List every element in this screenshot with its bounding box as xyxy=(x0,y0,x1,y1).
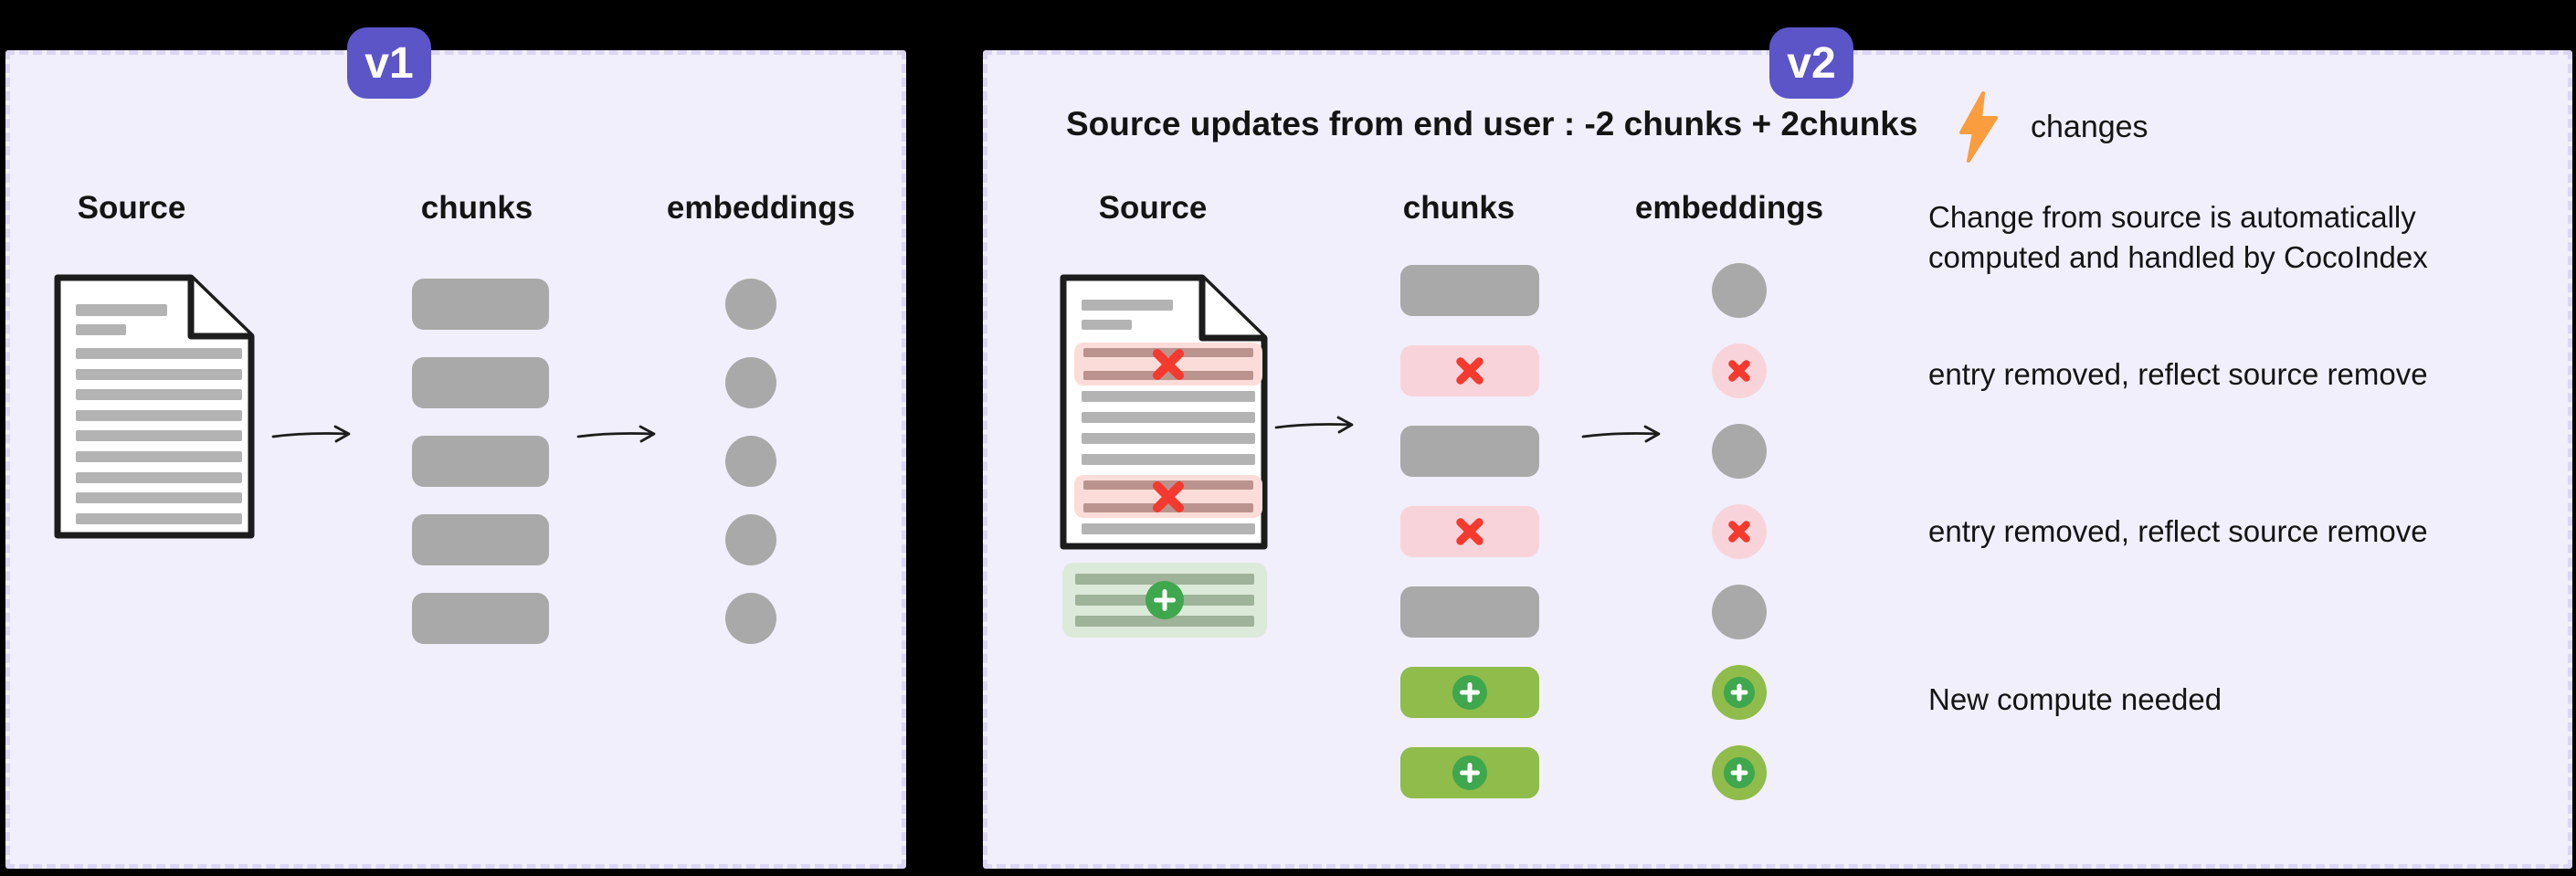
doc-text-line xyxy=(1082,454,1255,465)
add-plus-icon xyxy=(1452,755,1487,790)
column-header-chunks: chunks xyxy=(1402,190,1515,226)
chunks-column xyxy=(412,279,549,690)
remove-x-icon xyxy=(1149,345,1188,384)
doc-removed-band xyxy=(1074,475,1262,518)
column-header-embeddings: embeddings xyxy=(1634,190,1824,226)
legend-label: changes xyxy=(2031,110,2148,144)
doc-text-line xyxy=(76,430,242,442)
annotation-new-compute: New compute needed xyxy=(1928,682,2222,716)
embeddings-column xyxy=(1712,263,1767,839)
embedding-added xyxy=(1712,745,1767,800)
chunks-column xyxy=(1400,265,1539,840)
doc-text-line xyxy=(76,348,242,359)
embedding-removed xyxy=(1712,504,1767,559)
chunk-added xyxy=(1400,747,1539,798)
column-header-source: Source xyxy=(77,190,186,226)
column-header-source: Source xyxy=(1098,190,1208,226)
doc-text-line xyxy=(76,450,242,462)
added-source-block xyxy=(1062,563,1267,638)
chunk-removed xyxy=(1400,506,1539,557)
arrow-chunks-to-embeddings xyxy=(576,425,656,443)
embedding-removed xyxy=(1712,343,1767,398)
chunk-unchanged xyxy=(1400,586,1539,638)
panel-v1: v1 Source chunks embeddings xyxy=(5,27,906,869)
add-plus-icon xyxy=(1452,675,1487,710)
column-header-embeddings: embeddings xyxy=(666,190,856,226)
chunk-added xyxy=(1400,667,1539,718)
added-block-line xyxy=(1075,616,1254,627)
annotation-entry-removed-1: entry removed, reflect source remove xyxy=(1928,357,2428,391)
doc-text-line xyxy=(76,324,126,335)
remove-x-icon xyxy=(1453,515,1486,548)
embedding-unchanged xyxy=(1712,424,1767,479)
add-plus-icon xyxy=(1724,757,1755,788)
panel-v2: v2 Source updates from end user : -2 chu… xyxy=(983,27,2572,869)
arrow-source-to-chunks xyxy=(271,425,351,443)
embeddings-column xyxy=(725,279,776,690)
document-lines xyxy=(1074,300,1262,544)
doc-text-line xyxy=(76,368,242,380)
add-plus-icon xyxy=(1724,677,1755,708)
chunk-unchanged xyxy=(1400,426,1539,477)
embedding-unchanged xyxy=(1712,585,1767,639)
embedding-unchanged xyxy=(725,357,776,408)
chunk-unchanged xyxy=(412,436,549,487)
chunk-unchanged xyxy=(1400,265,1539,316)
embedding-unchanged xyxy=(1712,263,1767,318)
annotation-auto-compute: Change from source is automatically comp… xyxy=(1928,200,2428,274)
add-plus-icon xyxy=(1145,581,1184,619)
remove-x-icon xyxy=(1726,358,1752,384)
chunk-unchanged xyxy=(412,357,549,408)
lightning-icon xyxy=(1959,91,1998,163)
source-document xyxy=(54,274,255,539)
doc-text-line xyxy=(1082,300,1173,311)
embedding-unchanged xyxy=(725,593,776,644)
doc-text-line xyxy=(76,492,242,504)
embedding-unchanged xyxy=(725,514,776,565)
chunk-removed xyxy=(1400,345,1539,396)
embedding-unchanged xyxy=(725,436,776,487)
column-header-chunks: chunks xyxy=(420,190,533,226)
doc-text-line xyxy=(76,304,167,316)
document-icon xyxy=(54,274,255,539)
doc-text-line xyxy=(1082,391,1255,402)
source-document xyxy=(1060,274,1268,550)
remove-x-icon xyxy=(1453,354,1486,387)
doc-text-line xyxy=(76,512,242,524)
doc-text-line xyxy=(76,409,242,421)
chunk-unchanged xyxy=(412,593,549,644)
panel-title: Source updates from end user : -2 chunks… xyxy=(1066,105,1918,142)
doc-text-line xyxy=(76,389,242,401)
arrow-chunks-to-embeddings xyxy=(1581,425,1661,443)
embedding-unchanged xyxy=(725,279,776,330)
remove-x-icon xyxy=(1149,478,1188,516)
doc-text-line xyxy=(1082,433,1255,444)
chunk-unchanged xyxy=(412,514,549,565)
chunk-unchanged xyxy=(412,279,549,330)
doc-text-line xyxy=(76,471,242,483)
doc-removed-band xyxy=(1074,343,1262,385)
document-lines xyxy=(76,304,242,533)
version-badge-v1: v1 xyxy=(347,27,431,99)
embedding-added xyxy=(1712,665,1767,720)
doc-text-line xyxy=(1082,412,1255,423)
version-badge-v2: v2 xyxy=(1769,27,1853,99)
added-block-line xyxy=(1075,574,1254,585)
remove-x-icon xyxy=(1726,519,1752,544)
doc-text-line xyxy=(1082,523,1255,534)
annotation-entry-removed-2: entry removed, reflect source remove xyxy=(1928,514,2428,548)
doc-text-line xyxy=(1082,320,1132,330)
arrow-source-to-chunks xyxy=(1274,416,1354,434)
